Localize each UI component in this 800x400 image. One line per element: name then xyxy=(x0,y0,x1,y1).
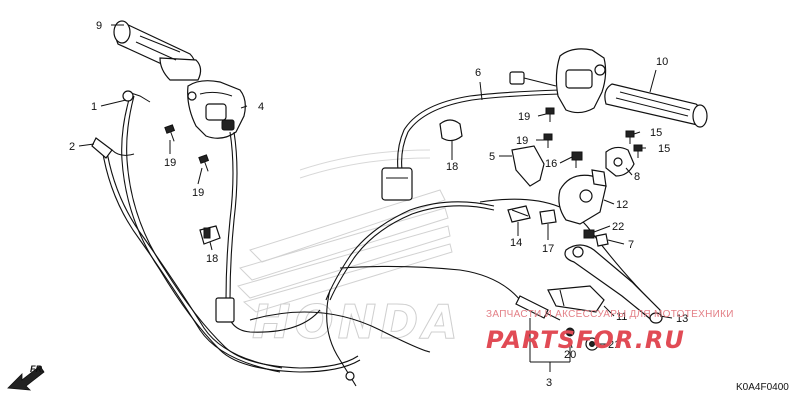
callout-15-b: 15 xyxy=(658,143,670,155)
callout-15-a: 15 xyxy=(650,127,662,139)
washer-20 xyxy=(565,327,575,337)
pivot-bolt xyxy=(583,229,595,239)
callout-2: 2 xyxy=(69,141,75,153)
callout-4: 4 xyxy=(258,101,264,113)
watermark-tagline: ЗАПЧАСТИ И АКСЕССУАРЫ ДЛЯ МОТОТЕХНИКИ xyxy=(486,309,734,320)
callout-18-b: 18 xyxy=(446,161,458,173)
callout-11: 11 xyxy=(616,311,627,323)
left-switch-harness xyxy=(215,131,431,353)
left-cables xyxy=(91,90,361,373)
pivot-nut xyxy=(595,233,609,247)
left-bolts xyxy=(164,124,210,172)
adjuster-nut xyxy=(539,209,557,225)
honda-wing-logo xyxy=(237,149,453,313)
callout-13: 13 xyxy=(676,313,688,325)
callout-3: 3 xyxy=(546,377,552,389)
callout-16: 16 xyxy=(545,158,557,170)
right-bolts xyxy=(543,107,555,148)
main-harness xyxy=(381,71,561,201)
callout-22: 22 xyxy=(612,221,624,233)
callout-19-b: 19 xyxy=(192,187,204,199)
front-direction-arrow: FR. xyxy=(7,364,45,391)
cable-adjuster xyxy=(507,205,531,223)
callout-5: 5 xyxy=(489,151,495,163)
callout-9: 9 xyxy=(96,20,102,32)
callout-10: 10 xyxy=(656,56,668,68)
callout-12: 12 xyxy=(616,199,628,211)
callout-19-c: 19 xyxy=(518,111,530,123)
lever-bracket xyxy=(558,169,607,225)
front-direction-label: FR. xyxy=(30,364,45,374)
callout-8: 8 xyxy=(634,171,640,183)
diagram-code: K0A4F0400 xyxy=(736,382,789,393)
center-clamp xyxy=(439,119,463,142)
left-switch-housing xyxy=(187,80,246,139)
nut-21 xyxy=(585,337,599,351)
throttle-cable xyxy=(326,265,561,387)
watermark-site: PARTSFOR.RU xyxy=(486,326,685,354)
left-clamp xyxy=(199,225,221,245)
honda-logo-text: HONDA xyxy=(252,295,462,349)
callout-14: 14 xyxy=(510,237,522,249)
lever-boot xyxy=(547,285,605,313)
right-grip xyxy=(604,83,708,128)
clutch-lever xyxy=(564,244,663,324)
callout-20: 20 xyxy=(564,349,576,361)
lever-cover xyxy=(511,145,545,187)
clutch-cable xyxy=(325,198,651,301)
right-switch-housing xyxy=(555,48,607,114)
callout-7: 7 xyxy=(628,239,634,251)
leader-lines xyxy=(78,24,673,349)
callout-18-a: 18 xyxy=(206,253,218,265)
callout-1: 1 xyxy=(91,101,97,113)
assembly-bracket-3 xyxy=(529,318,571,372)
callout-21: 21 xyxy=(608,339,620,351)
left-grip xyxy=(113,20,202,81)
callout-19-a: 19 xyxy=(164,157,176,169)
screw-16 xyxy=(571,151,583,168)
callout-19-d: 19 xyxy=(516,135,528,147)
screws-15 xyxy=(625,130,643,158)
callout-17: 17 xyxy=(542,243,554,255)
callout-6: 6 xyxy=(475,67,481,79)
